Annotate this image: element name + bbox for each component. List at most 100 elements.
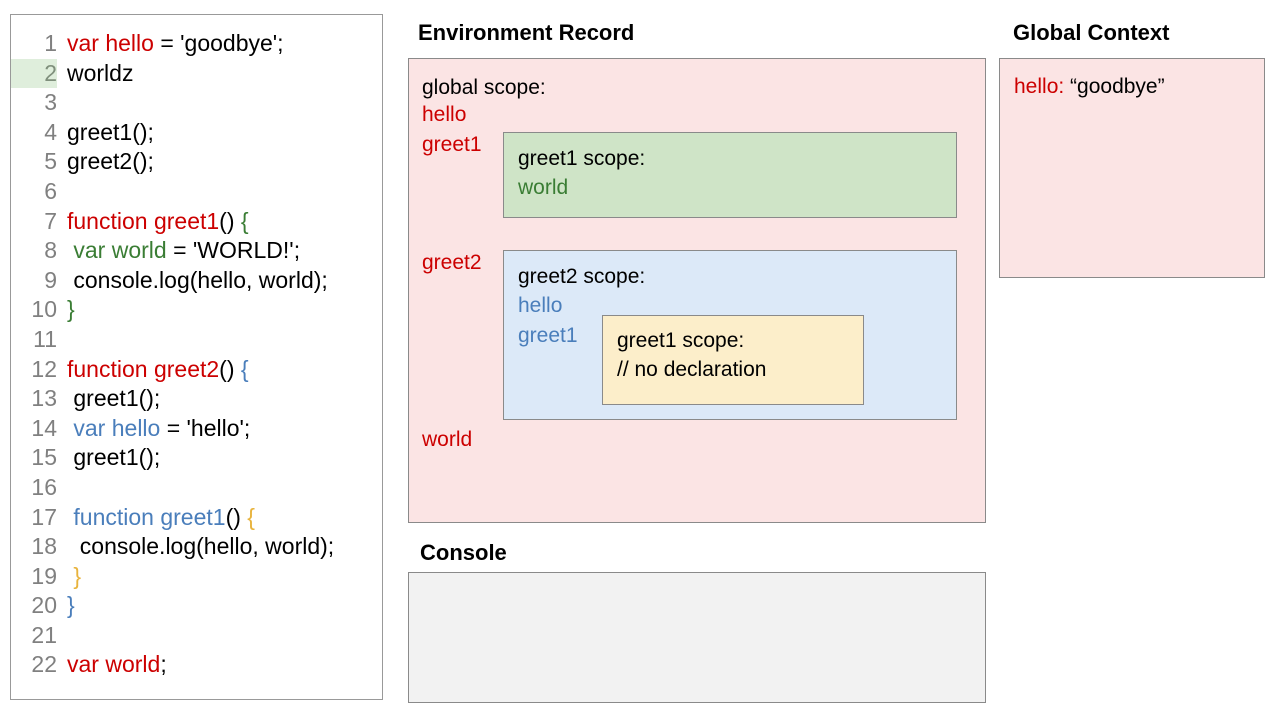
greet1-identifier-world: world: [518, 176, 569, 199]
code-token: (): [219, 207, 241, 234]
nested-greet1-scope-heading: greet1 scope:: [617, 329, 745, 352]
code-line[interactable]: 13 greet1();: [11, 384, 382, 414]
line-number: 18: [31, 533, 57, 560]
greet2-scope-box: greet2 scope: hello greet1 greet1 scope:…: [503, 250, 957, 420]
global-scope-label: global scope:: [422, 76, 546, 99]
line-number: 19: [31, 562, 57, 589]
global-context-entry-key: hello:: [1014, 75, 1065, 98]
code-line[interactable]: 8 var world = 'WORLD!';: [11, 236, 382, 266]
code-line-text: console.log(hello, world);: [57, 532, 334, 562]
nested-greet1-scope-box: greet1 scope: // no declaration: [602, 315, 864, 405]
line-number: 11: [33, 325, 57, 352]
console-box[interactable]: [408, 572, 986, 703]
code-token: {: [240, 355, 249, 382]
console-title: Console: [420, 540, 507, 565]
code-token: function greet2: [67, 355, 220, 382]
code-line[interactable]: 2 worldz: [11, 58, 382, 89]
code-token: = 'goodbye';: [153, 30, 284, 56]
code-token: {: [247, 503, 255, 530]
code-token: = 'hello';: [160, 414, 251, 441]
greet1-scope-box: greet1 scope: world: [503, 132, 957, 218]
line-number: 22: [31, 651, 57, 678]
line-number: 7: [44, 207, 57, 234]
greet1-scope-heading: greet1 scope:: [518, 147, 646, 170]
code-line[interactable]: 21: [11, 621, 382, 651]
code-line[interactable]: 20}: [11, 591, 382, 621]
environment-record-box: global scope: hello greet1 greet2 world …: [408, 58, 986, 523]
code-line[interactable]: 6: [11, 177, 382, 207]
code-token: (): [219, 355, 241, 382]
line-number: 10: [31, 296, 57, 323]
line-number: 3: [44, 89, 57, 116]
console-output-list: [409, 573, 985, 589]
code-line[interactable]: 11: [11, 325, 382, 355]
line-number: 9: [44, 266, 57, 293]
code-token: var world: [67, 651, 161, 678]
code-token: var world: [67, 237, 167, 264]
code-line[interactable]: 9 console.log(hello, world);: [11, 266, 382, 296]
code-line[interactable]: 16: [11, 473, 382, 503]
code-line-text: }: [57, 295, 75, 325]
code-line[interactable]: 3: [11, 88, 382, 118]
code-line[interactable]: 19 }: [11, 562, 382, 592]
code-line-text: greet1();: [57, 118, 154, 148]
code-token: var hello: [67, 30, 154, 56]
code-line[interactable]: 15 greet1();: [11, 443, 382, 473]
code-line-text: var world = 'WORLD!';: [57, 236, 300, 266]
code-token: console.log(hello, world);: [67, 266, 328, 293]
code-token: }: [67, 296, 75, 323]
code-token: var hello: [67, 414, 161, 441]
line-number: 8: [44, 237, 57, 264]
code-line-text: worldz: [57, 59, 133, 89]
greet2-identifier-hello: hello: [518, 294, 563, 317]
code-line-text: greet2();: [57, 147, 154, 177]
global-identifier-greet1: greet1: [422, 133, 482, 156]
line-number: 4: [44, 118, 57, 145]
environment-record-title: Environment Record: [418, 20, 635, 45]
code-line-text: var hello = 'goodbye';: [57, 29, 284, 59]
code-token: function greet1: [67, 207, 220, 234]
line-number: 14: [31, 414, 57, 441]
code-token: (): [225, 503, 248, 530]
code-token: worldz: [67, 59, 134, 86]
code-token: console.log(hello, world);: [67, 533, 335, 560]
code-line[interactable]: 5 greet2();: [11, 147, 382, 177]
line-number: 12: [31, 355, 57, 382]
line-number: 2: [11, 58, 57, 89]
code-token: greet1();: [67, 444, 161, 471]
global-context-entry: hello: “goodbye”: [1014, 75, 1165, 99]
global-context-entry-value: “goodbye”: [1070, 75, 1165, 98]
global-identifier-greet2: greet2: [422, 251, 482, 274]
code-token: function greet1: [67, 503, 226, 530]
line-number: 5: [44, 148, 57, 175]
code-token: = 'WORLD!';: [166, 237, 301, 264]
code-line[interactable]: 10}: [11, 295, 382, 325]
global-identifier-world: world: [422, 428, 473, 451]
code-line-text: }: [57, 562, 81, 592]
code-line[interactable]: 22 var world;: [11, 650, 382, 680]
code-line[interactable]: 18 console.log(hello, world);: [11, 532, 382, 562]
code-token: {: [240, 207, 249, 234]
line-number: 6: [44, 177, 57, 204]
code-line-text: var hello = 'hello';: [57, 414, 250, 444]
line-number: 15: [31, 444, 57, 471]
greet2-identifier-greet1: greet1: [518, 324, 578, 347]
code-line-text: greet1();: [57, 384, 160, 414]
code-token: }: [67, 562, 82, 589]
code-line[interactable]: 12 function greet2() {: [11, 355, 382, 385]
code-token: ;: [160, 651, 167, 678]
code-token: greet2();: [67, 148, 154, 175]
code-line-text: function greet1() {: [57, 207, 249, 237]
line-number: 13: [31, 385, 57, 412]
code-line[interactable]: 14 var hello = 'hello';: [11, 414, 382, 444]
code-line-text: }: [57, 591, 75, 621]
line-number: 16: [31, 473, 57, 500]
code-line[interactable]: 17 function greet1() {: [11, 503, 382, 533]
code-line-text: function greet1() {: [57, 503, 255, 533]
greet2-scope-heading: greet2 scope:: [518, 265, 646, 288]
code-token: greet1();: [67, 385, 161, 412]
